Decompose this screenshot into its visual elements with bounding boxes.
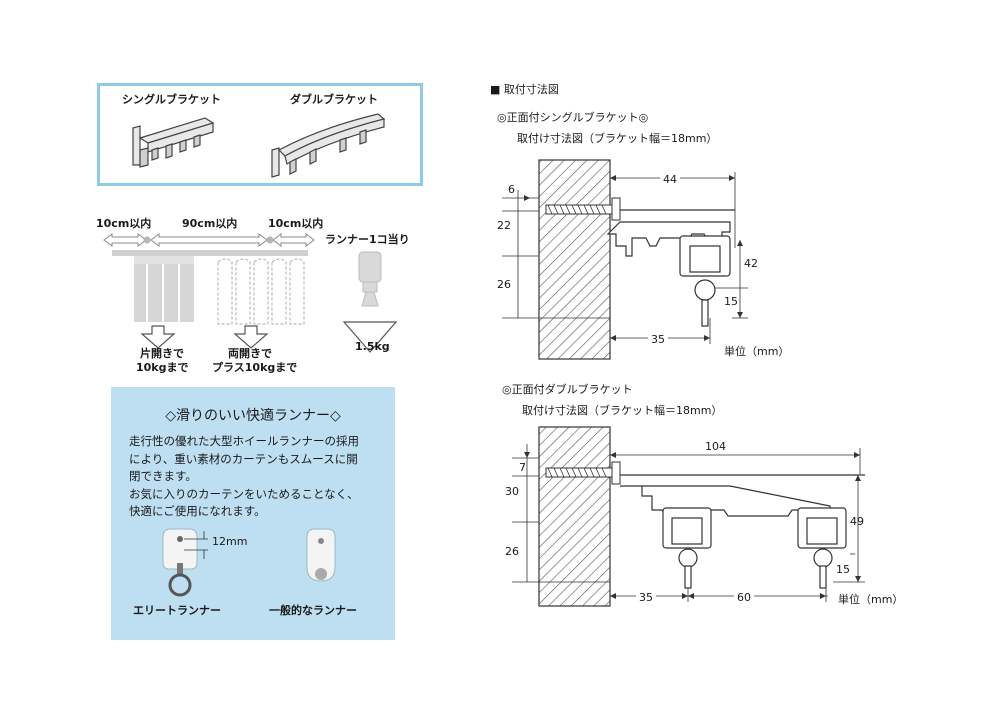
both-side-label-1: 両開きで	[228, 347, 272, 360]
double-dim-35: 35	[636, 592, 656, 603]
single-title: ◎正面付シングルブラケット◎	[497, 111, 649, 124]
single-wall	[538, 159, 611, 360]
runner-weight-label: 1.5kg	[355, 340, 390, 353]
general-runner-image	[306, 528, 336, 582]
single-dim-42: 42	[744, 257, 758, 270]
description-line: 閉できます。	[129, 469, 197, 483]
single-dim-22: 22	[497, 219, 511, 232]
single-screw	[545, 197, 621, 221]
elite-runner-label: エリートランナー	[133, 604, 221, 617]
description-line: 快適にご使用になれます。	[129, 504, 266, 518]
double-unit: 単位（mm）	[838, 593, 904, 606]
spacing-right-label: 10cm以内	[268, 217, 324, 230]
per-runner-label: ランナー1コ当り	[325, 233, 410, 246]
runner-dimension-label: 12mm	[212, 535, 248, 548]
double-dim-60: 60	[734, 592, 754, 603]
dimension-heading: ■ 取付寸法図	[490, 83, 559, 96]
runner-panel: ◇滑りのいい快適ランナー◇ 走行性の優れた大型ホイールランナーの採用 により、重…	[111, 387, 395, 640]
description-line: により、重い素材のカーテンもスムースに開	[129, 451, 358, 466]
runner-weight-arrow	[342, 321, 398, 353]
one-side-label-2: 10kgまで	[136, 361, 189, 374]
elite-runner-image	[162, 528, 208, 597]
one-side-curtain	[134, 256, 194, 322]
both-side-label-2: プラス10kgまで	[212, 361, 298, 374]
runner-panel-description: 走行性の優れた大型ホイールランナーの採用 により、重い素材のカーテンもスムースに…	[129, 433, 391, 521]
single-bracket-label: シングルブラケット	[122, 93, 221, 106]
double-dim-49: 49	[850, 515, 864, 528]
single-subtitle: 取付け寸法図（ブラケット幅＝18mm）	[517, 132, 718, 145]
spacing-middle-label: 90cm以内	[182, 217, 238, 230]
single-dim-44: 44	[660, 174, 680, 185]
description-line: お気に入りのカーテンをいためることなく、	[129, 486, 359, 501]
double-runner-2	[797, 507, 847, 589]
double-wall	[538, 426, 611, 607]
single-dim-35: 35	[648, 334, 668, 345]
single-dim-6: 6	[508, 183, 515, 196]
runner-comparison-images	[162, 528, 336, 597]
double-dim-15: 15	[836, 563, 850, 576]
spacing-left-label: 10cm以内	[96, 217, 152, 230]
general-runner-label: 一般的なランナー	[269, 604, 357, 617]
double-subtitle: 取付け寸法図（ブラケット幅＝18mm）	[522, 404, 723, 417]
double-runner-1	[662, 507, 712, 589]
single-unit: 単位（mm）	[724, 345, 790, 358]
double-bracket-image	[271, 113, 386, 178]
double-dim-104: 104	[702, 441, 729, 452]
one-side-label-1: 片開きで	[140, 347, 184, 360]
double-title: ◎正面付ダブルブラケット	[502, 383, 633, 396]
both-side-down-arrow	[233, 325, 269, 349]
description-line: 走行性の優れた大型ホイールランナーの採用	[129, 434, 359, 448]
double-dim-26: 26	[505, 545, 519, 558]
both-side-curtain	[217, 258, 305, 325]
single-runner	[679, 235, 731, 327]
single-dim-15: 15	[724, 295, 738, 308]
double-dim-7: 7	[519, 461, 526, 474]
runner-icon	[358, 251, 382, 307]
double-screw	[545, 461, 621, 485]
double-dim-30: 30	[505, 485, 519, 498]
single-bracket-profile	[606, 221, 731, 257]
single-dim-26: 26	[497, 278, 511, 291]
single-bracket-image	[132, 117, 215, 168]
one-side-down-arrow	[140, 325, 176, 349]
double-bracket-label: ダブルブラケット	[290, 93, 378, 106]
runner-panel-title: ◇滑りのいい快適ランナー◇	[165, 408, 341, 424]
